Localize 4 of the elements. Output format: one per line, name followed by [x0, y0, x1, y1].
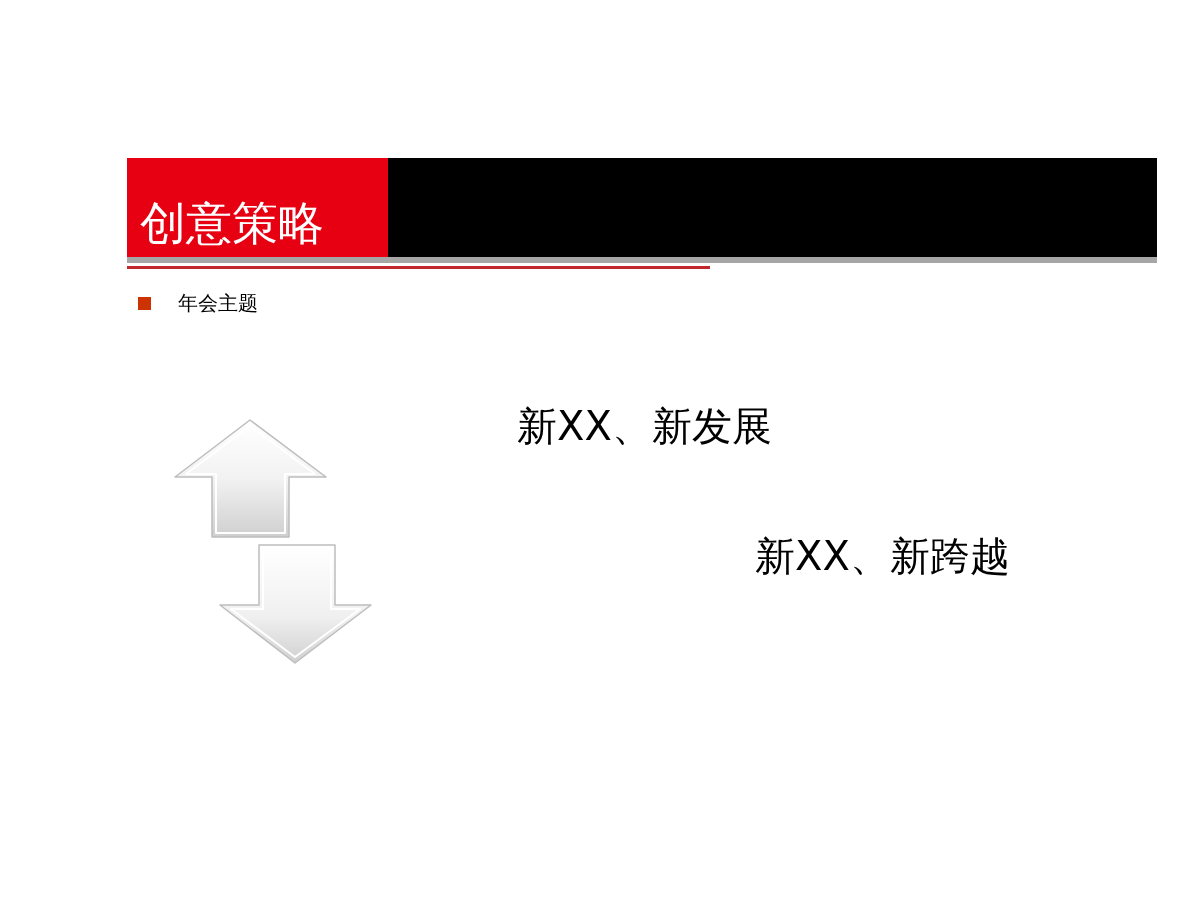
theme-slogan: 新XX、新发展: [517, 402, 772, 451]
slide-title: 创意策略: [140, 195, 324, 251]
bullet-text: 年会主题: [178, 290, 258, 316]
theme-slogan: 新XX、新跨越: [755, 532, 1010, 581]
